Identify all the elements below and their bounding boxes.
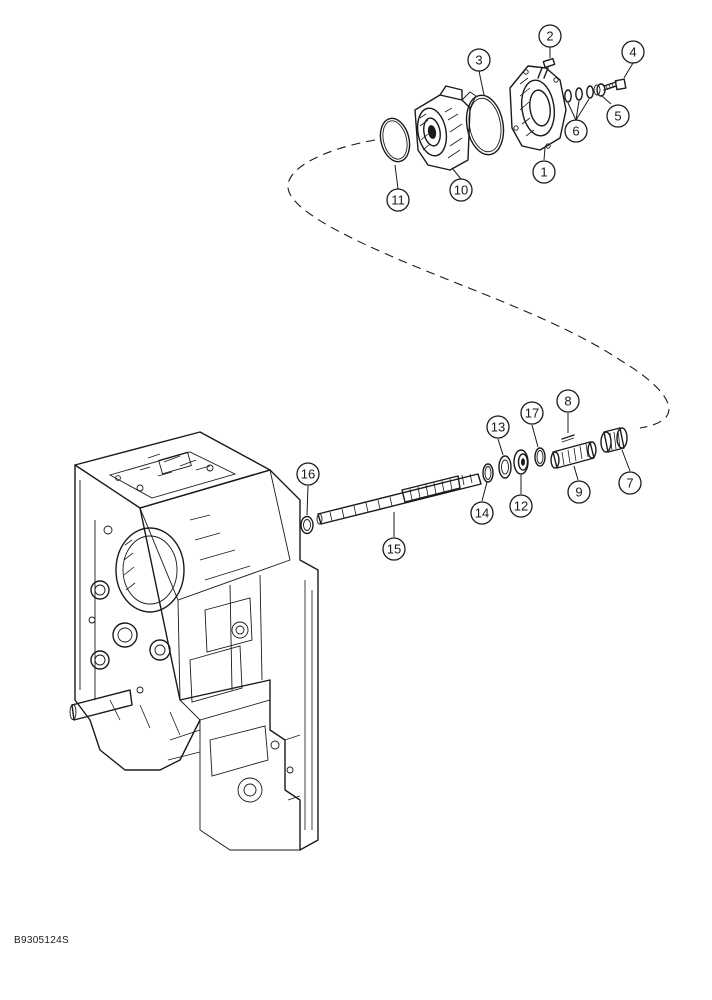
part-17-snap-ring (534, 447, 546, 467)
callout-9: 9 (567, 480, 591, 504)
callout-13: 13 (486, 415, 510, 439)
callout-11: 11 (386, 188, 410, 212)
svg-text:16: 16 (301, 467, 315, 482)
part-6-seal-rings (564, 85, 594, 103)
part-2-bolt (537, 57, 556, 79)
leader-lines (306, 47, 634, 537)
callout-8: 8 (556, 389, 580, 413)
part-15-shaft (316, 473, 482, 525)
part-3-o-ring (465, 94, 505, 156)
svg-text:3: 3 (475, 53, 482, 68)
svg-text:4: 4 (629, 45, 636, 60)
callout-10: 10 (449, 178, 473, 202)
part-8-pin (561, 434, 575, 443)
transmission-case-housing (69, 431, 319, 851)
svg-text:9: 9 (575, 485, 582, 500)
callout-1: 1 (532, 160, 556, 184)
svg-text:10: 10 (454, 183, 468, 198)
svg-text:11: 11 (391, 193, 405, 208)
callout-12: 12 (509, 494, 533, 518)
part-4-bolt (603, 78, 627, 91)
part-10-pump-housing (414, 85, 477, 171)
svg-text:1: 1 (540, 165, 547, 180)
callout-2: 2 (538, 24, 562, 48)
svg-text:12: 12 (514, 499, 528, 514)
svg-text:8: 8 (564, 394, 571, 409)
part-14-snap-ring (482, 463, 494, 483)
callout-3: 3 (467, 48, 491, 72)
part-9-coupler-sleeve (550, 441, 597, 469)
part-7-needle-bearing (600, 427, 628, 453)
svg-text:17: 17 (525, 406, 539, 421)
callout-16: 16 (296, 462, 320, 486)
callout-7: 7 (618, 471, 642, 495)
svg-text:15: 15 (387, 542, 401, 557)
part-16-washer (300, 515, 314, 535)
svg-text:7: 7 (626, 476, 633, 491)
callout-17: 17 (520, 401, 544, 425)
assembly-dashed-path (287, 139, 670, 429)
callout-14: 14 (470, 501, 494, 525)
part-13-washer (498, 455, 512, 479)
svg-text:2: 2 (546, 29, 553, 44)
callout-6: 6 (564, 119, 588, 143)
callout-15: 15 (382, 537, 406, 561)
svg-text:6: 6 (572, 124, 579, 139)
svg-text:14: 14 (475, 506, 489, 521)
part-12-bearing (513, 449, 529, 475)
callout-5: 5 (606, 104, 630, 128)
part-1-cover-plate (509, 65, 567, 151)
svg-text:13: 13 (491, 420, 505, 435)
callout-4: 4 (621, 40, 645, 64)
figure-reference-code: B9305124S (14, 935, 69, 946)
svg-text:5: 5 (614, 109, 621, 124)
part-11-o-ring (379, 117, 411, 163)
